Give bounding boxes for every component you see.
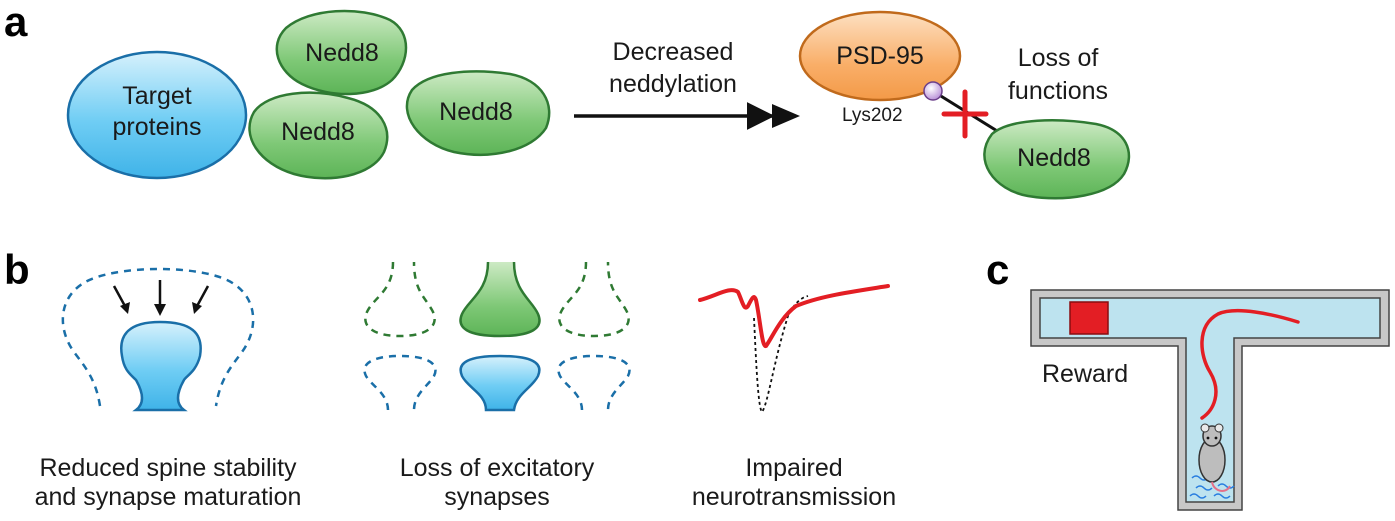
arrow-label-line2: neddylation: [609, 70, 737, 98]
nedd8-label-top: Nedd8: [305, 39, 379, 67]
postsynaptic-spine: [459, 354, 541, 412]
panel-b-letter: b: [4, 246, 30, 293]
caption-spine-line2: and synapse maturation: [35, 483, 302, 511]
reward-label: Reward: [1042, 360, 1128, 388]
postsynaptic-dashed-right: [557, 354, 631, 411]
caption-neuro-line2: neurotransmission: [692, 483, 896, 511]
loss-label-line2: functions: [1008, 77, 1108, 105]
panel-a-letter: a: [4, 0, 28, 45]
caption-synapses-line1: Loss of excitatory: [400, 454, 595, 482]
caption-spine-line1: Reduced spine stability: [39, 454, 297, 482]
psd95-label: PSD-95: [836, 42, 924, 70]
trace-impaired-red: [698, 284, 890, 349]
presynaptic-dashed-left: [364, 261, 436, 338]
target-proteins-shape: [66, 50, 248, 180]
nedd8-label-left: Nedd8: [281, 118, 355, 146]
postsynaptic-dashed-left: [363, 354, 437, 411]
t-maze-floor: [1039, 297, 1381, 503]
mouse-path-red: [1200, 308, 1300, 420]
nedd8-shape-left: [248, 91, 389, 180]
nedd8-shape-top: [275, 9, 408, 96]
reward-square: [1069, 301, 1109, 335]
neddylation-arrowhead: [772, 104, 800, 128]
spine-head: [120, 320, 202, 412]
nedd8-shape-bound: [983, 119, 1131, 200]
trace-control-dotted: [753, 295, 809, 414]
loss-cross-icon: [941, 89, 989, 139]
nedd8-label-bound: Nedd8: [1017, 144, 1091, 172]
presynaptic-terminal: [459, 261, 541, 338]
nedd8-shape-right: [405, 70, 551, 156]
lys202-residue: [923, 81, 943, 101]
compression-arrows-icon: [112, 280, 210, 316]
arrow-label-line1: Decreased: [613, 38, 734, 66]
panel-c-letter: c: [986, 246, 1009, 293]
lys202-label: Lys202: [842, 105, 903, 126]
mouse-icon: [1198, 423, 1231, 492]
presynaptic-dashed-right: [558, 261, 630, 338]
psd95-shape: [798, 10, 962, 102]
target-label-line2: proteins: [113, 113, 202, 141]
loss-label-line1: Loss of: [1018, 44, 1099, 72]
target-label-line1: Target: [122, 82, 192, 110]
caption-neuro-line1: Impaired: [745, 454, 842, 482]
caption-synapses-line2: synapses: [444, 483, 550, 511]
nedd8-label-right: Nedd8: [439, 98, 513, 126]
